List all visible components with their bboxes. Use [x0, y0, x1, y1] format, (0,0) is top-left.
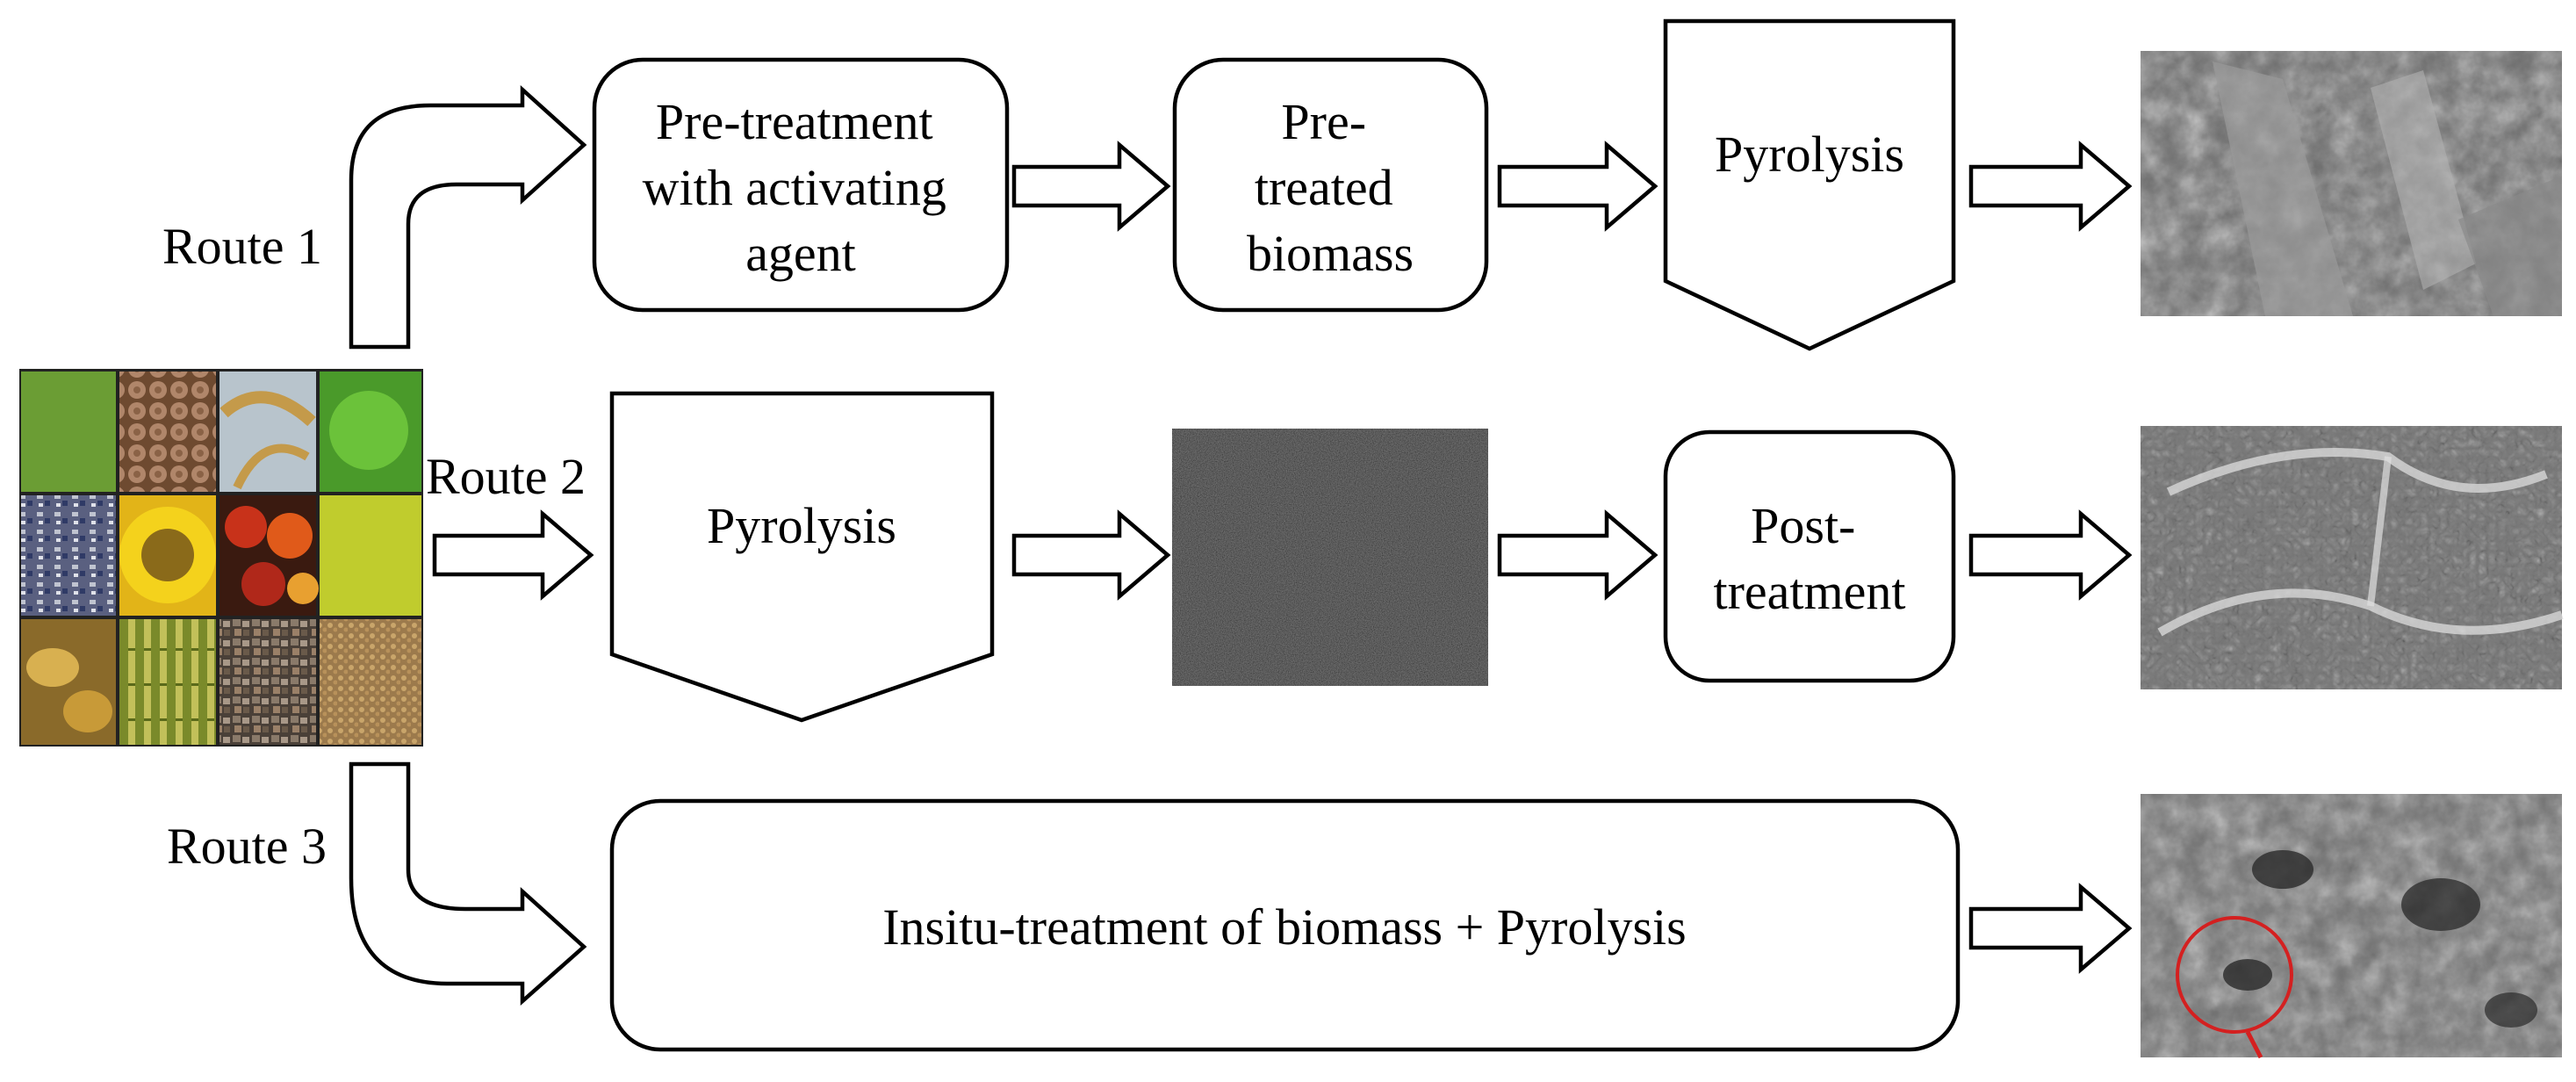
posttreatment-box: [1663, 429, 1956, 683]
pretreatment-box: [592, 57, 1010, 313]
arrow-r2-b: [1011, 509, 1171, 601]
arrow-r1-a: [1011, 141, 1171, 232]
pyrolysis-pentagon-route1: [1663, 18, 1956, 351]
insitu-box: [609, 798, 1961, 1052]
biomass-collage-icon: [19, 369, 423, 747]
arrow-r3-a: [1968, 883, 2133, 974]
arrow-r2-a: [432, 509, 594, 601]
arrow-r2-c: [1497, 509, 1659, 601]
arrow-r2-d: [1968, 509, 2133, 601]
route1-label: Route 1: [162, 218, 322, 275]
sem-micrograph-icon: [2141, 426, 2564, 689]
sem-micrograph-icon: [2141, 794, 2562, 1059]
pyrolysis-label-route1: Pyrolysis: [1715, 126, 1904, 183]
sem-highlight-circle: [2176, 916, 2293, 1034]
route3-curved-arrow: [349, 761, 587, 1006]
insitu-label: Insitu-treatment of biomass + Pyrolysis: [882, 898, 1687, 956]
pyrolysis-label-route2: Pyrolysis: [707, 497, 896, 554]
posttreatment-label: Post- treatment: [1713, 497, 1905, 620]
sem-highlight-pointer: [2245, 1030, 2263, 1059]
route1-curved-arrow: [349, 84, 587, 350]
pretreated-biomass-label: Pre- treated biomass: [1247, 93, 1414, 282]
pretreated-biomass-box: [1172, 57, 1489, 313]
sem-micrograph-icon: [2141, 51, 2562, 316]
arrow-r1-c: [1968, 141, 2133, 232]
route3-label: Route 3: [167, 818, 327, 875]
char-powder-icon: [1172, 429, 1488, 686]
arrow-r1-b: [1497, 141, 1659, 232]
pyrolysis-pentagon-route2: [609, 391, 995, 723]
pretreatment-label: Pre-treatment with activating agent: [643, 93, 960, 282]
route2-label: Route 2: [426, 448, 586, 505]
